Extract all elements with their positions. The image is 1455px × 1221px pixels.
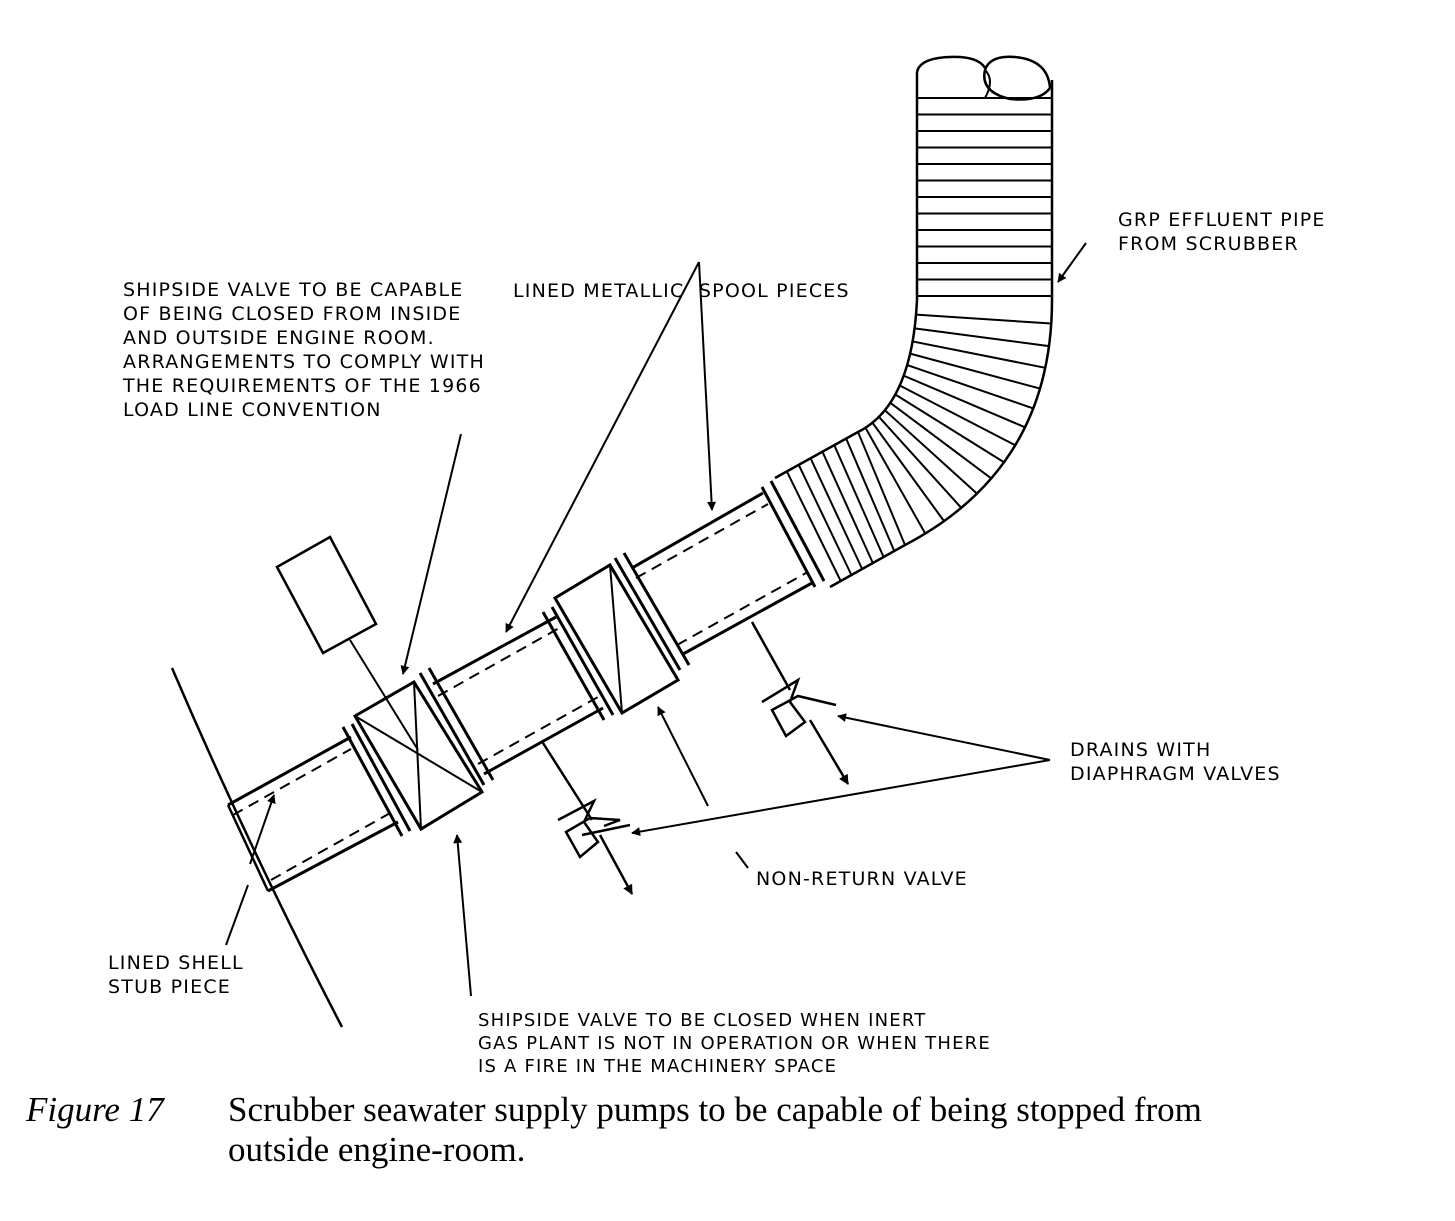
spool-piece-1 — [432, 615, 604, 776]
drain-valve-2 — [750, 621, 850, 785]
label-line: OF BEING CLOSED FROM INSIDE — [123, 303, 462, 325]
label-line: STUB PIECE — [108, 976, 231, 998]
pipe-ring — [884, 409, 978, 495]
pipe-ring — [903, 374, 1026, 429]
pipe-ring — [797, 464, 853, 576]
figure-caption: Figure 17 Scrubber seawater supply pumps … — [26, 1090, 1202, 1170]
label-spool-pieces: LINED METALLIC SPOOL PIECES — [513, 231, 850, 327]
label-line: GRP EFFLUENT PIPE — [1118, 209, 1326, 231]
label-non-return-valve: NON-RETURN VALVE — [756, 867, 968, 891]
pipe-ring — [833, 444, 885, 558]
pipe-ring — [871, 422, 945, 522]
label-line: LINED SHELL — [108, 952, 244, 974]
label-line: NON-RETURN VALVE — [756, 868, 968, 890]
label-line: THE REQUIREMENTS OF THE 1966 — [123, 375, 482, 397]
pipe-ring — [899, 384, 1016, 447]
label-shipside-valve-bottom: SHIPSIDE VALVE TO BE CLOSED WHEN INERT G… — [478, 1009, 991, 1078]
label-line: LOAD LINE CONVENTION — [123, 399, 382, 421]
label-drains: DRAINS WITH DIAPHRAGM VALVES — [1070, 738, 1281, 786]
spool-piece-2 — [631, 491, 813, 656]
label-line: DRAINS WITH — [1070, 739, 1212, 761]
label-shipside-valve-top: SHIPSIDE VALVE TO BE CAPABLE OF BEING CL… — [123, 278, 485, 422]
pipe-ring — [809, 457, 864, 570]
pipe-ring — [914, 327, 1050, 348]
pipe-ring — [857, 431, 906, 546]
caption-line-1: Scrubber seawater supply pumps to be cap… — [228, 1090, 1202, 1129]
drain-valve-1 — [541, 742, 634, 895]
shell-stub-piece — [226, 735, 399, 893]
valve-actuator — [275, 535, 419, 751]
label-line: DIAPHRAGM VALVES — [1070, 763, 1281, 785]
label-line: LINED METALLIC SPOOL PIECES — [513, 280, 850, 302]
leader-lines — [225, 242, 1087, 997]
pipe-ring — [915, 313, 1052, 325]
label-line: ARRANGEMENTS TO COMPLY WITH — [123, 351, 485, 373]
label-grp-pipe: GRP EFFLUENT PIPE FROM SCRUBBER — [1118, 208, 1326, 256]
shipside-valve — [341, 667, 495, 837]
pipe-ring — [821, 451, 874, 564]
caption-line-2: outside engine-room. — [228, 1130, 526, 1169]
pipe-ring — [889, 401, 992, 480]
grp-effluent-pipe — [774, 55, 1054, 589]
figure-number: Figure 17 — [26, 1090, 164, 1129]
label-line: IS A FIRE IN THE MACHINERY SPACE — [478, 1056, 838, 1077]
pipe-ring — [864, 427, 927, 535]
ship-shell-line — [170, 667, 344, 1028]
pipe-ring — [878, 416, 962, 509]
label-line: SHIPSIDE VALVE TO BE CLOSED WHEN INERT — [478, 1010, 927, 1031]
grp-flange — [760, 480, 826, 588]
pipe-ring — [909, 352, 1041, 390]
non-return-valve — [541, 552, 691, 721]
pipe-ring — [906, 364, 1034, 410]
pipe-ring — [785, 470, 842, 582]
pipe-ring — [912, 340, 1046, 369]
pipe-ring — [894, 393, 1005, 464]
pipe-ring — [845, 438, 896, 552]
label-shell-stub: LINED SHELL STUB PIECE — [108, 951, 244, 999]
label-line: SHIPSIDE VALVE TO BE CAPABLE — [123, 279, 464, 301]
label-line: FROM SCRUBBER — [1118, 233, 1299, 255]
label-line: GAS PLANT IS NOT IN OPERATION OR WHEN TH… — [478, 1033, 991, 1054]
label-line: AND OUTSIDE ENGINE ROOM. — [123, 327, 435, 349]
